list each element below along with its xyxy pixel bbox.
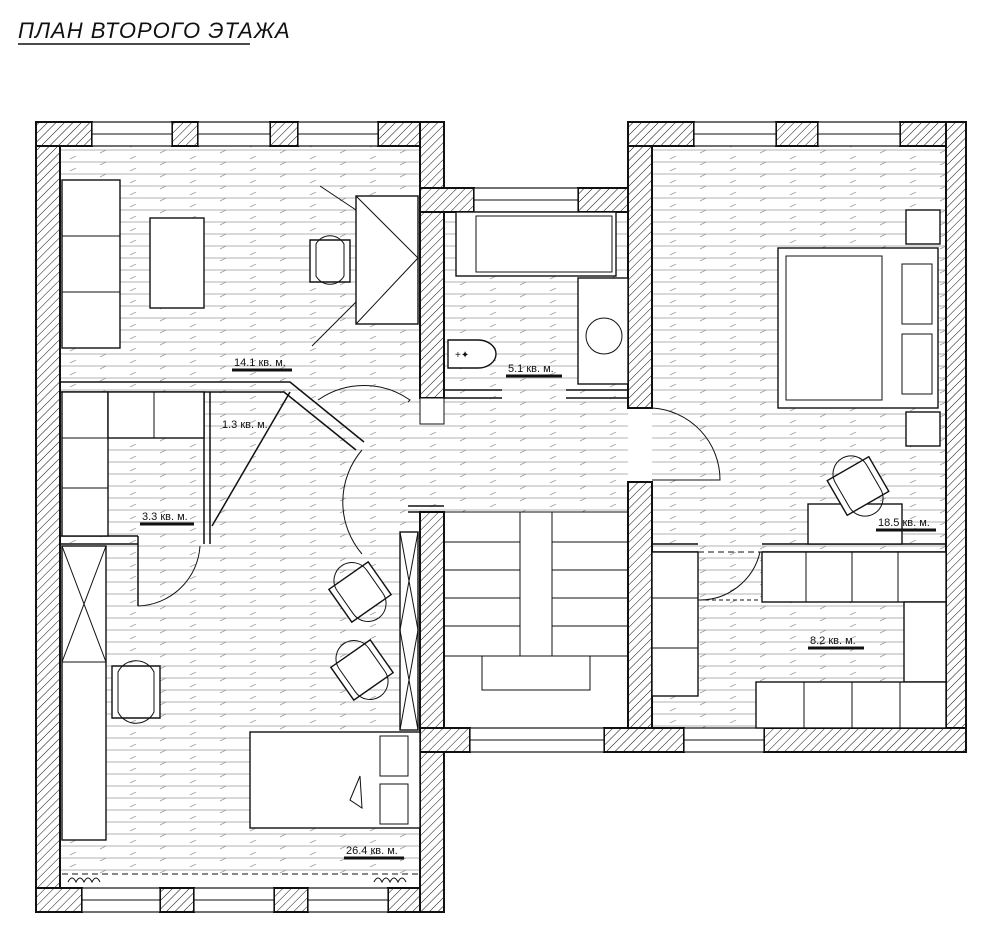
dressing-shelving <box>651 551 947 729</box>
svg-text:+✦: +✦ <box>455 350 469 361</box>
doors <box>137 384 762 607</box>
plan-title: ПЛАН ВТОРОГО ЭТАЖА <box>18 18 291 43</box>
bathroom-fixtures: +✦ <box>447 211 629 385</box>
room-area-label: 26.4 кв. м. <box>346 845 398 857</box>
windows <box>81 121 901 913</box>
wardrobe-shelving <box>61 391 205 537</box>
staircase <box>443 511 629 729</box>
room-labels: 14.1 кв. м. 5.1 кв. м. 1.3 кв. м. 3.3 кв… <box>140 357 936 860</box>
room-area-label: 14.1 кв. м. <box>234 357 286 369</box>
room-area-label: 18.5 кв. м. <box>878 517 930 529</box>
office-furniture <box>61 179 419 349</box>
master-bedroom-furniture <box>777 209 941 545</box>
room-area-label: 8.2 кв. м. <box>810 635 856 647</box>
room-area-label: 3.3 кв. м. <box>142 511 188 523</box>
room-area-label: 1.3 кв. м. <box>222 419 268 431</box>
room-area-label: 5.1 кв. м. <box>508 363 554 375</box>
bedroom-large-furniture <box>61 531 421 884</box>
